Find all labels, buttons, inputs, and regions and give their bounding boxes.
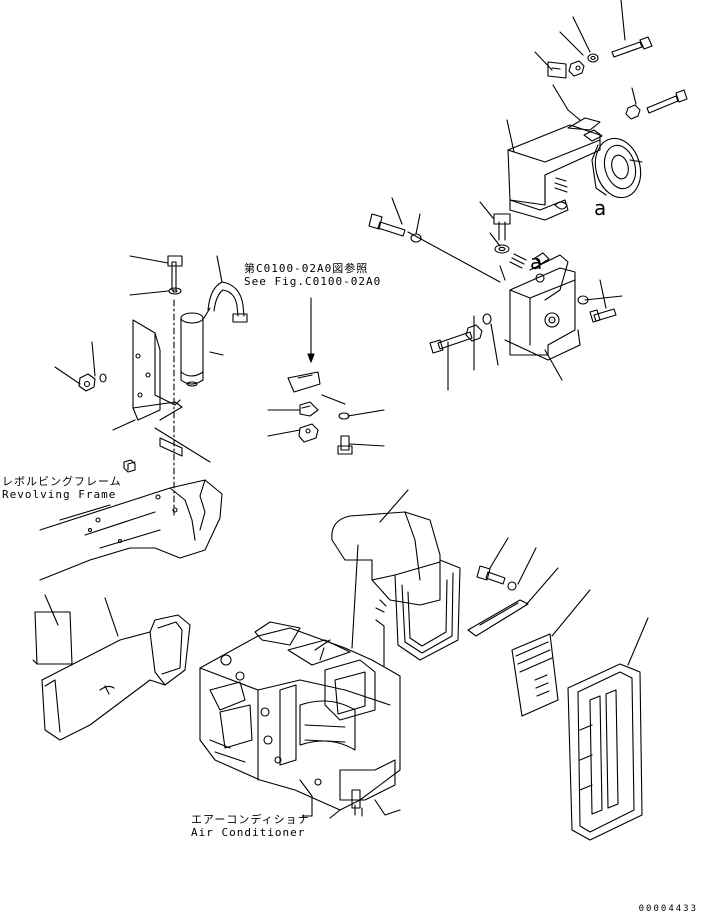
reference-note-en: See Fig.C0100-02A0 <box>244 275 382 288</box>
nut-left <box>79 374 95 391</box>
duct-left <box>33 595 190 740</box>
filter-cover-assembly <box>468 538 648 840</box>
air-conditioner-unit <box>200 620 400 818</box>
callout-letter-a-lower: a <box>530 250 543 274</box>
long-bolt-top <box>612 37 652 57</box>
air-conditioner-label-en: Air Conditioner <box>191 826 306 839</box>
document-number: 00004433 <box>638 904 698 914</box>
nut-right <box>626 105 640 119</box>
reference-note: 第C0100-02A0図参照 See Fig.C0100-02A0 <box>244 262 381 288</box>
revolving-frame-label-jp: レボルビングフレーム <box>2 475 122 488</box>
nut-mid <box>466 325 482 341</box>
clamp-parts <box>268 298 384 454</box>
nut-top <box>569 61 584 76</box>
air-conditioner-label-jp: エアーコンディショナ <box>191 813 310 826</box>
reference-note-jp: 第C0100-02A0図参照 <box>244 262 369 275</box>
callout-letter-a-upper: a <box>594 196 607 220</box>
lower-bracket-assembly <box>369 198 622 390</box>
dryer-bracket-assembly <box>507 0 687 220</box>
revolving-frame-section <box>40 428 222 580</box>
air-conditioner-label: エアーコンディショナ Air Conditioner <box>191 813 310 839</box>
receiver-dryer-assembly <box>55 256 247 515</box>
revolving-frame-label-en: Revolving Frame <box>2 488 117 501</box>
revolving-frame-label: レボルビングフレーム Revolving Frame <box>2 475 122 501</box>
duct-upper <box>332 490 460 660</box>
